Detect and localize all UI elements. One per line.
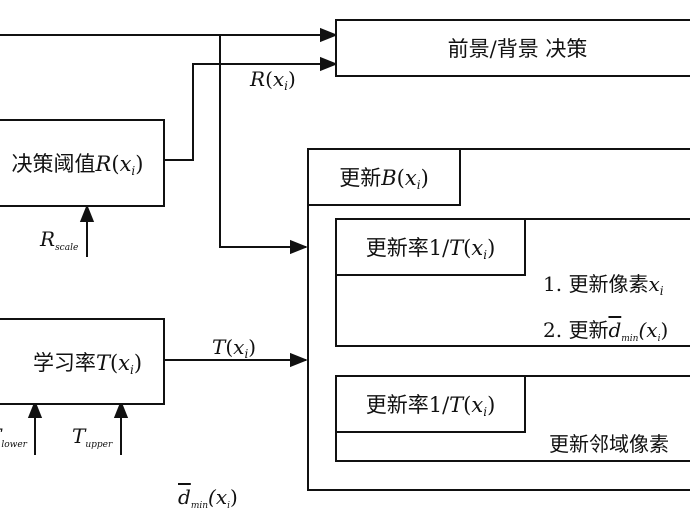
rscale-label: Rscale	[40, 227, 79, 253]
rate-tab-1: 更新率1/T(xi)	[335, 218, 526, 276]
dmin-bottom-label: dmin(xi)	[178, 485, 238, 511]
tx-label: T(xi)	[212, 335, 257, 361]
threshold-to-decision-line	[164, 56, 338, 161]
tlower-label: Tlower	[0, 426, 27, 450]
learning-rate-box: 学习率T(xi)	[0, 318, 165, 405]
rate-tab-1-label: 更新率1/T(xi)	[365, 236, 496, 262]
threshold-box: 决策阈值R(xi)	[0, 119, 165, 207]
threshold-label: 决策阈值R(xi)	[11, 152, 144, 178]
step-1-label: 1. 更新像素xi	[543, 272, 664, 298]
rate-tab-2: 更新率1/T(xi)	[335, 375, 526, 433]
update-b-label: 更新B(xi)	[339, 166, 429, 192]
learning-rate-label: 学习率T(xi)	[32, 350, 143, 377]
step-2-label: 2. 更新dmin(xi)	[543, 318, 669, 344]
rx-label: R(xi)	[250, 67, 296, 93]
tupper-label: Tupper	[72, 424, 113, 450]
decision-label: 前景/背景 决策	[447, 37, 588, 61]
update-b-header: 更新B(xi)	[307, 148, 461, 206]
decision-box: 前景/背景 决策	[335, 19, 690, 77]
branch-to-update-line	[219, 35, 308, 255]
rate-tab-2-label: 更新率1/T(xi)	[365, 393, 496, 419]
neighbor-label: 更新邻域像素	[549, 432, 669, 456]
